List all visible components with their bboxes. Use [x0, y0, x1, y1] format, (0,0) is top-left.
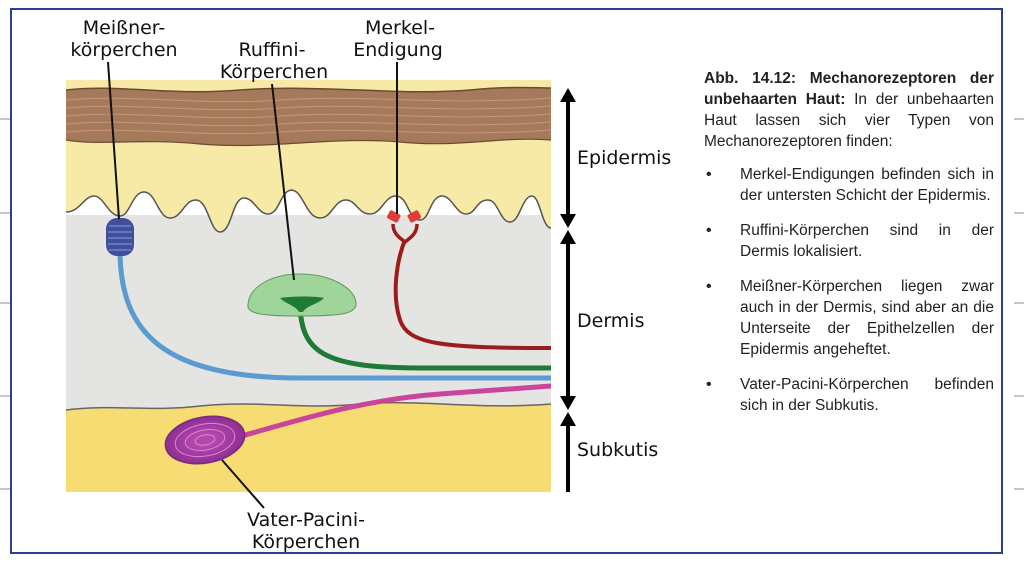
- pacini-leader: [221, 459, 265, 509]
- caption-title: Abb. 14.12: Mechanorezeptoren der unbeha…: [704, 70, 994, 108]
- pacini-label-1: Vater-Pacini-: [247, 509, 365, 531]
- margin-tick: [1014, 212, 1024, 214]
- stratum-corneum-layer: [66, 87, 551, 146]
- epidermis-dermis-border: [66, 189, 551, 233]
- meissner-leader: [107, 61, 120, 220]
- merkel-nerve: [393, 239, 551, 350]
- pacini-corpuscle: [164, 415, 246, 465]
- meissner-nerve: [117, 254, 551, 381]
- meissner-label-1: Meißner-: [83, 17, 166, 39]
- merkel-label-2: Endigung: [353, 39, 443, 61]
- subkutis-label: Subkutis: [577, 439, 658, 461]
- figure-caption: Abb. 14.12: Mechanorezeptoren der unbeha…: [704, 68, 994, 430]
- margin-tick: [0, 395, 10, 397]
- meissner-corpuscle: [106, 218, 134, 256]
- ruffini-leader: [271, 83, 295, 281]
- margin-tick: [0, 118, 10, 120]
- pacini-label-2: Körperchen: [252, 531, 360, 553]
- caption-bullet: Ruffini-Körperchen sind in der Dermis lo…: [704, 220, 994, 262]
- meissner-label-2: körperchen: [70, 39, 177, 61]
- caption-bullet: Merkel-Endigungen befinden sich in der u…: [704, 164, 994, 206]
- epidermis-label: Epidermis: [577, 147, 671, 169]
- caption-bullet-list: Merkel-Endigungen befinden sich in der u…: [704, 164, 994, 416]
- ruffini-nerve: [297, 305, 551, 371]
- caption-intro: In der unbehaarten Haut lassen sich vier…: [704, 91, 994, 150]
- margin-tick: [1014, 488, 1024, 490]
- caption-bullet: Meißner-Körperchen liegen zwar auch in d…: [704, 276, 994, 360]
- caption-bullet: Vater-Pacini-Körperchen befinden sich in…: [704, 374, 994, 416]
- ruffini-label-2: Körperchen: [220, 61, 328, 83]
- margin-tick: [0, 488, 10, 490]
- ruffini-corpuscle: [247, 273, 357, 317]
- pacini-nerve: [237, 383, 551, 440]
- margin-tick: [0, 302, 10, 304]
- margin-tick: [1014, 302, 1024, 304]
- ruffini-label-1: Ruffini-: [239, 39, 306, 61]
- margin-tick: [0, 212, 10, 214]
- margin-tick: [1014, 395, 1024, 397]
- dermis-label: Dermis: [577, 310, 644, 332]
- margin-tick: [1014, 118, 1024, 120]
- ruffini-core: [280, 296, 324, 312]
- dermis-subkutis-border: [66, 401, 551, 411]
- merkel-label-1: Merkel-: [365, 17, 435, 39]
